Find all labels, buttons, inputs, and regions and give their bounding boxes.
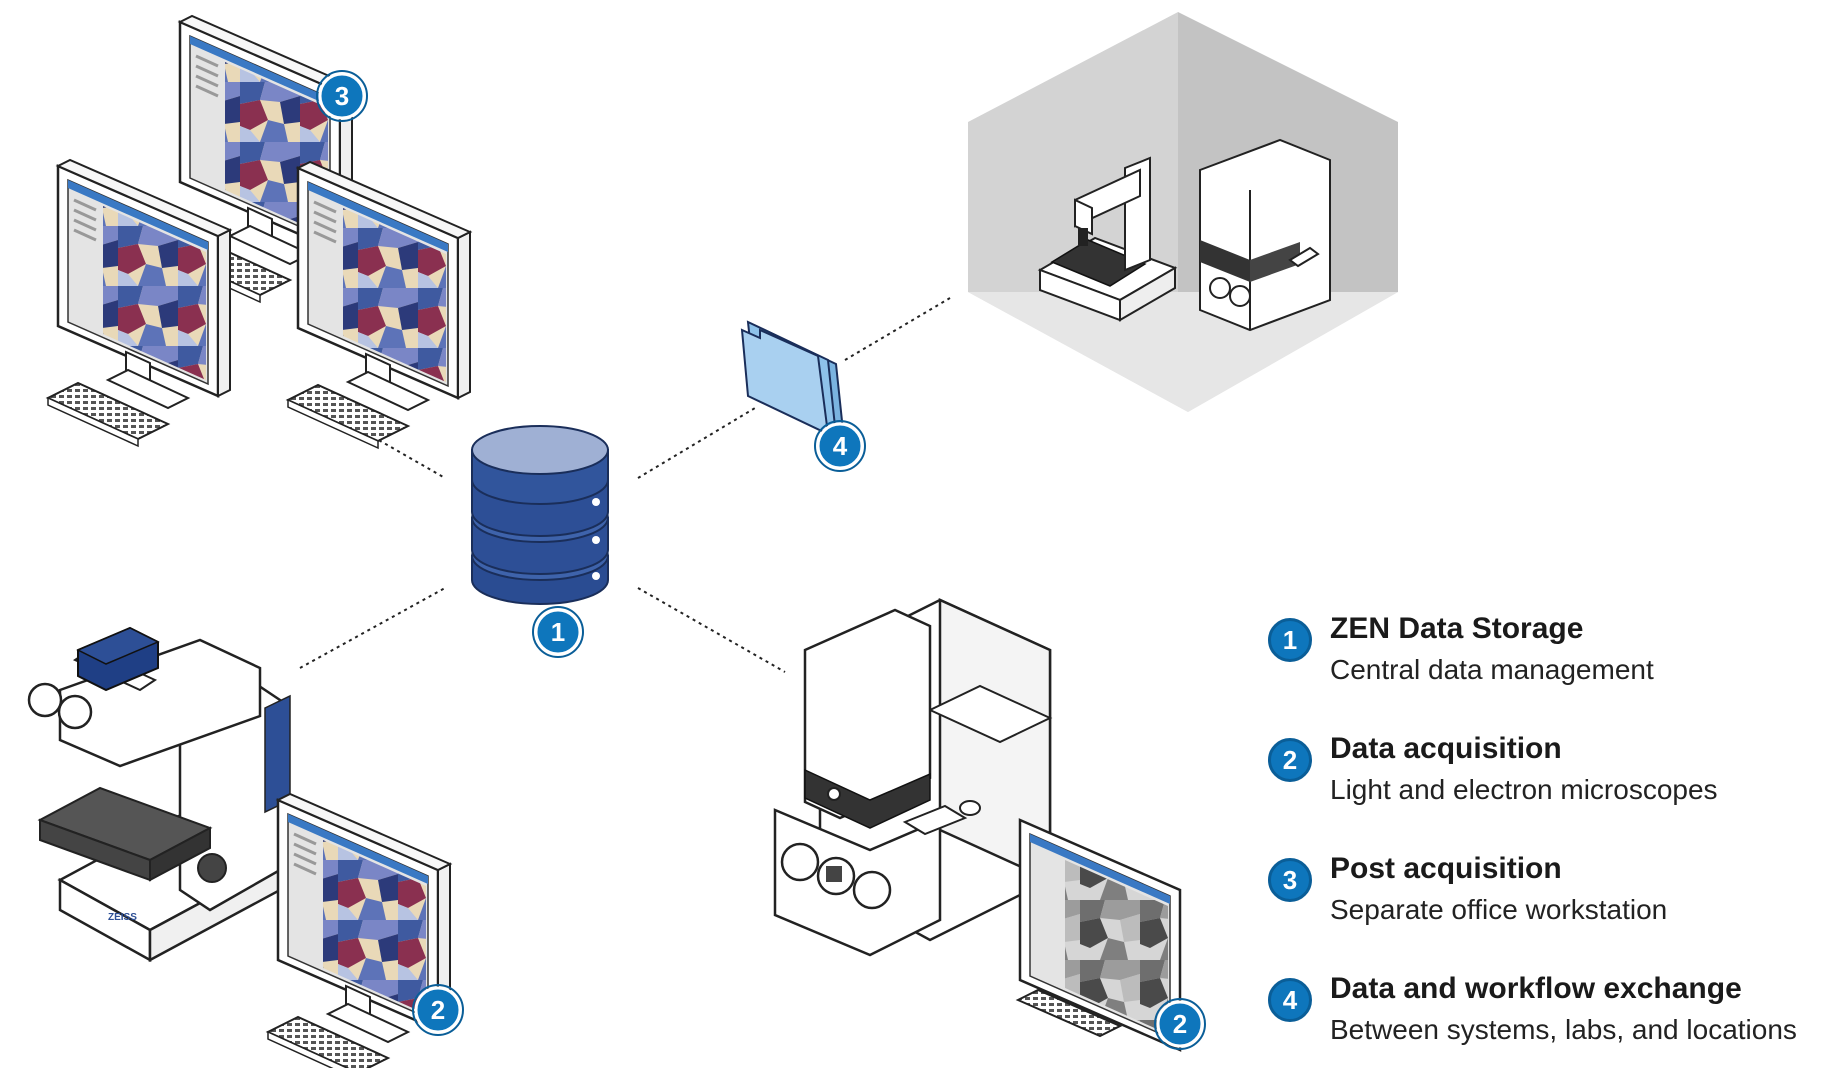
electron-microscope-icon [773, 598, 1053, 957]
svg-text:3: 3 [335, 81, 349, 111]
legend-item-acquisition: 2 Data acquisition Light and electron mi… [1268, 732, 1828, 852]
folder-icon [740, 320, 846, 442]
svg-text:ZEISS: ZEISS [108, 912, 137, 923]
legend-title: Data acquisition [1330, 732, 1562, 765]
legend-item-post-acquisition: 3 Post acquisition Separate office works… [1268, 852, 1828, 972]
legend-title: Data and workflow exchange [1330, 972, 1742, 1005]
legend-badge: 2 [1268, 738, 1312, 782]
badge-acquisition-electron: 2 [1153, 997, 1207, 1051]
database-icon [471, 425, 609, 605]
svg-text:1: 1 [551, 617, 565, 647]
legend-title: ZEN Data Storage [1330, 612, 1584, 645]
svg-text:2: 2 [431, 995, 445, 1025]
post-acquisition-workstations [46, 14, 472, 450]
workstation-monitor-icon [286, 160, 472, 450]
connector-lines [299, 297, 951, 673]
badge-post-acquisition: 3 [315, 69, 369, 123]
legend-item-storage: 1 ZEN Data Storage Central data manageme… [1268, 612, 1828, 732]
svg-text:2: 2 [1173, 1009, 1187, 1039]
legend-badge: 1 [1268, 618, 1312, 662]
svg-text:4: 4 [833, 431, 848, 461]
badge-storage: 1 [531, 605, 585, 659]
legend-subtitle: Separate office workstation [1330, 894, 1668, 925]
legend-subtitle: Between systems, labs, and locations [1330, 1014, 1797, 1045]
electron-microscope-workstation [1015, 818, 1182, 1052]
legend: 1 ZEN Data Storage Central data manageme… [1268, 612, 1828, 1092]
legend-subtitle: Light and electron microscopes [1330, 774, 1718, 805]
lab-room-icon [968, 12, 1398, 412]
legend-subtitle: Central data management [1330, 654, 1654, 685]
badge-acquisition-light: 2 [411, 983, 465, 1037]
legend-item-exchange: 4 Data and workflow exchange Between sys… [1268, 972, 1828, 1092]
badge-exchange: 4 [813, 419, 867, 473]
workstation-monitor-icon [46, 158, 232, 448]
legend-badge: 3 [1268, 858, 1312, 902]
light-microscope-icon: ZEISS [27, 626, 291, 963]
network-diagram: ZEISS 1 3 4 2 [27, 12, 1398, 1068]
legend-title: Post acquisition [1330, 852, 1562, 885]
legend-badge: 4 [1268, 978, 1312, 1022]
